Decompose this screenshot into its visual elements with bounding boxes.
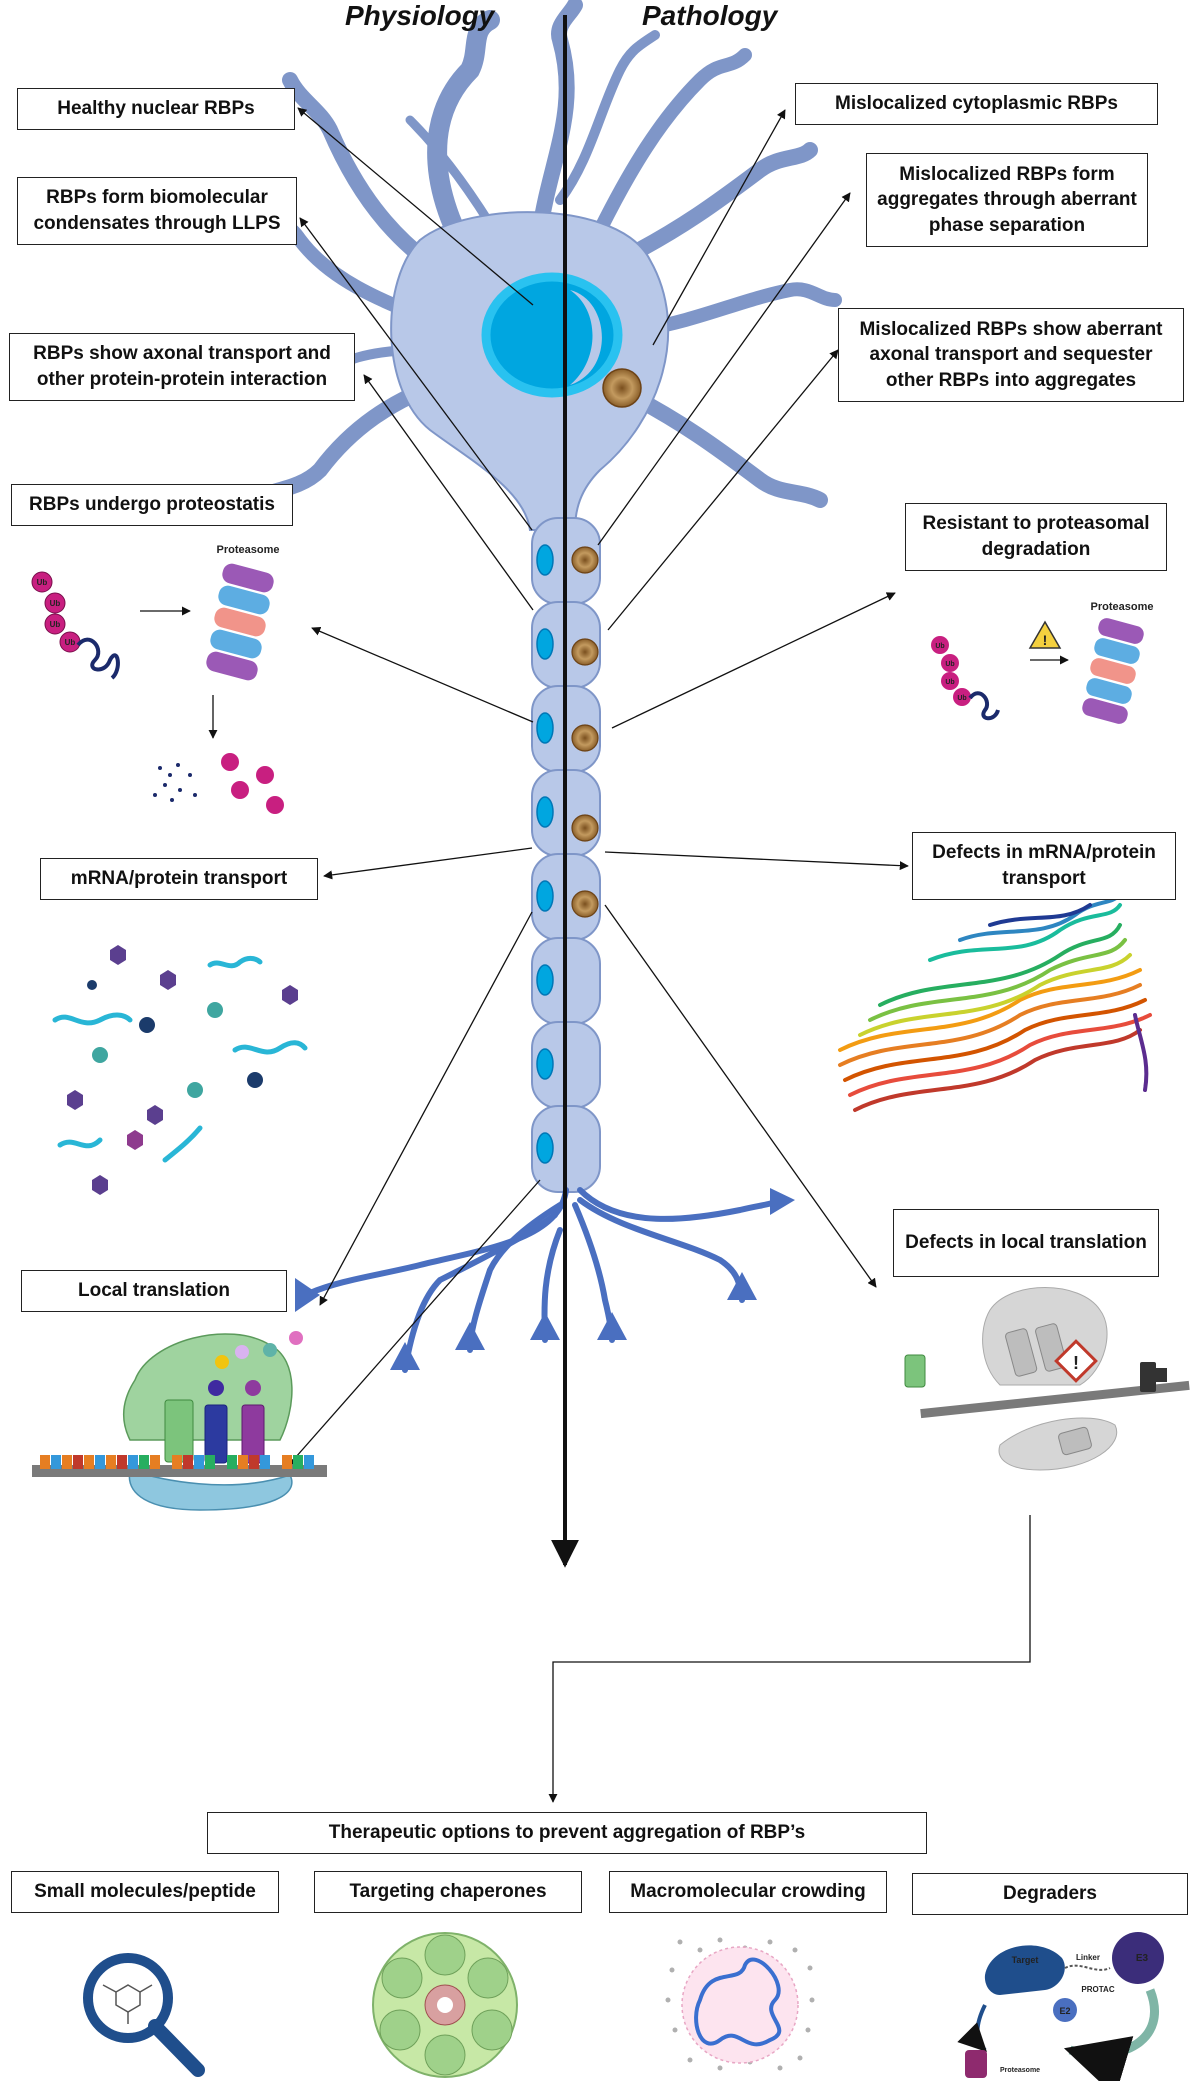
hazard-icon: ! <box>1054 1339 1098 1383</box>
e2-label: E2 <box>1059 2006 1070 2016</box>
degraded-fragments <box>153 763 197 802</box>
defects-transport-box: Defects in mRNA/protein transport <box>912 832 1176 900</box>
ub-label: Ub <box>945 679 954 686</box>
ub-label: Ub <box>37 578 48 587</box>
option-small-molecules: Small molecules/peptide <box>11 1871 279 1913</box>
proteostasis-box: RBPs undergo proteostatis <box>11 484 293 526</box>
option-degraders: Degraders <box>912 1873 1188 1915</box>
ub-label: Ub <box>50 620 61 629</box>
proteasome-label-left: Proteasome <box>217 544 280 556</box>
option-crowding: Macromolecular crowding <box>609 1871 887 1913</box>
pathology-heading: Pathology <box>642 0 778 31</box>
chaperone-icon <box>372 1932 518 2078</box>
axon-aggregates <box>571 546 599 918</box>
soma-aggregate <box>602 368 642 408</box>
mislocalized-box: Mislocalized cytoplasmic RBPs <box>795 83 1158 125</box>
ub-label: Ub <box>50 599 61 608</box>
svg-text:!: ! <box>1073 1353 1079 1373</box>
degrader-icon: Target Linker E3 PROTAC E2 Proteasome <box>957 1932 1164 2081</box>
elbow-connector <box>548 1515 1031 1803</box>
axon-nuclei <box>536 544 554 1164</box>
magnifier-icon <box>83 1953 205 2077</box>
ub-label: Ub <box>945 661 954 668</box>
ub-label: Ub <box>957 695 966 702</box>
aggregates-box: Mislocalized RBPs form aggregates throug… <box>866 153 1148 247</box>
mrna-protein-illustration <box>52 945 308 1195</box>
local-translation-box: Local translation <box>21 1270 287 1312</box>
substrate-protein <box>76 637 120 680</box>
warning-icon <box>1028 620 1062 649</box>
protac-label: PROTAC <box>1081 1985 1114 1994</box>
axonal-transport-box: RBPs show axonal transport and other pro… <box>9 333 355 401</box>
ub-label: Ub <box>935 643 944 650</box>
option-chaperones: Targeting chaperones <box>314 1871 582 1913</box>
neuron <box>242 0 842 1373</box>
ub-chain <box>31 571 81 653</box>
aberrant-transport-box: Mislocalized RBPs show aberrant axonal t… <box>838 308 1184 402</box>
warning-mark: ! <box>1043 632 1048 648</box>
fibril-illustration <box>838 893 1152 1112</box>
crowding-icon <box>665 1937 815 2071</box>
target-label: Target <box>1012 1955 1039 1965</box>
defects-translation-box: Defects in local translation <box>893 1209 1159 1277</box>
defective-ribosome-illustration: ! <box>904 1287 1190 1471</box>
healthy-nuclear-box: Healthy nuclear RBPs <box>17 88 295 130</box>
physiology-heading: Physiology <box>345 0 495 31</box>
degrader-proteasome-label: Proteasome <box>1000 2067 1040 2074</box>
proteasome-left <box>206 563 274 681</box>
ribosome-illustration <box>32 1331 327 1511</box>
proteostasis-illustration: Ub Ub Ub Ub Proteasome <box>31 544 284 814</box>
condensates-box: RBPs form biomolecular condensates throu… <box>17 177 297 245</box>
nucleus-cutout <box>570 290 602 385</box>
connector-arrows <box>287 107 909 1467</box>
proteasome-label-right: Proteasome <box>1091 601 1154 613</box>
linker-label: Linker <box>1076 1953 1100 1962</box>
therapeutics-title-box: Therapeutic options to prevent aggregati… <box>207 1812 927 1854</box>
resistant-proteasome-illustration: Ub Ub Ub Ub ! Proteasome <box>931 601 1154 724</box>
ub-label: Ub <box>65 638 76 647</box>
axon-terminals <box>307 1187 783 1373</box>
terminal-boutons <box>295 1188 795 1370</box>
free-ub <box>221 753 284 814</box>
e3-label: E3 <box>1136 1953 1149 1964</box>
mrna-transport-box: mRNA/protein transport <box>40 858 318 900</box>
resistant-box: Resistant to proteasomal degradation <box>905 503 1167 571</box>
proteasome-right <box>1082 618 1144 724</box>
